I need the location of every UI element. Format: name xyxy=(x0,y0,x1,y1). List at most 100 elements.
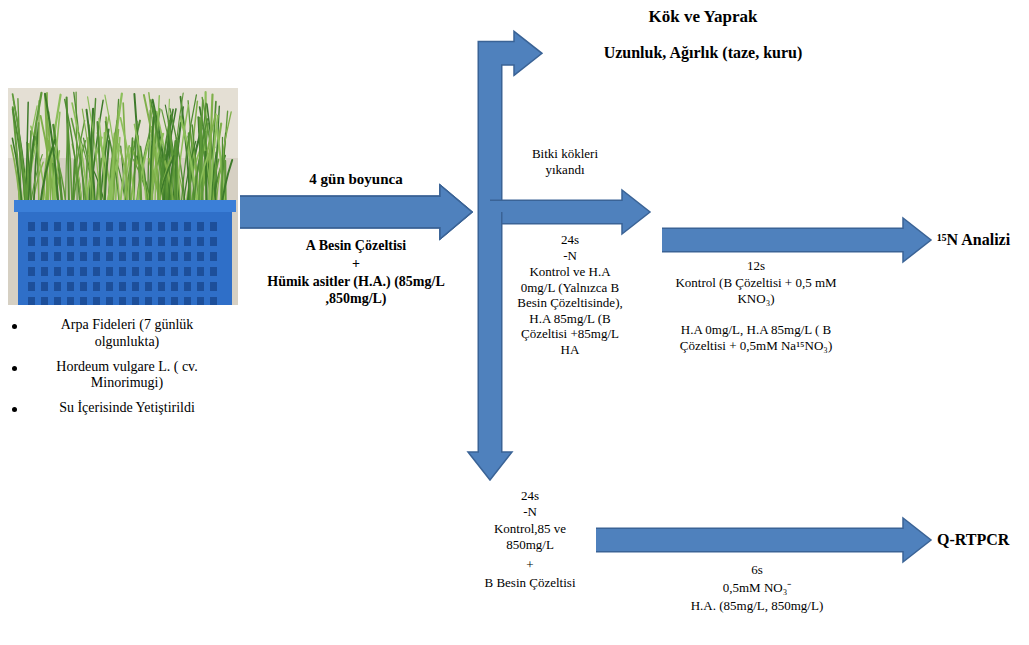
crate-hole xyxy=(158,252,165,261)
flow-arrow xyxy=(240,185,931,262)
arrow-shaft xyxy=(490,53,516,212)
seedling-photo xyxy=(8,88,238,305)
bullet-row: Arpa Fideleri (7 günlük olgunlukta) xyxy=(8,317,240,351)
crate-hole xyxy=(93,267,100,276)
crate-hole xyxy=(197,297,204,305)
crate-hole xyxy=(93,222,100,231)
annotation-text: Kontrol (B Çözeltisi + 0,5 mM KNO₃) xyxy=(666,275,846,306)
grass-blade xyxy=(111,94,122,205)
node-text: Uzunluk, Ağırlık (taze, kuru) xyxy=(548,43,858,63)
crate-hole xyxy=(145,237,152,246)
crate-hole xyxy=(106,267,113,276)
grass-blade xyxy=(30,131,31,206)
crate-hole xyxy=(67,267,74,276)
seedling-note: Su İçerisinde Yetiştirildi xyxy=(32,400,222,417)
grass-blade xyxy=(113,111,118,209)
crate-hole xyxy=(119,222,126,231)
crate-hole xyxy=(106,237,113,246)
grass-blade xyxy=(175,138,177,208)
crate-hole xyxy=(171,267,178,276)
crate-hole xyxy=(145,297,152,305)
grass-blade xyxy=(91,99,96,206)
node-text: ¹⁵N Analizi xyxy=(937,230,1010,250)
crate-hole xyxy=(106,282,113,291)
annotation-text: -N xyxy=(540,248,600,264)
grass-blade xyxy=(13,109,26,209)
crate-hole xyxy=(28,267,35,276)
crate-hole xyxy=(184,282,191,291)
crate-hole xyxy=(106,222,113,231)
crate-hole xyxy=(28,222,35,231)
grass-blade xyxy=(123,103,127,207)
crate-hole xyxy=(67,282,74,291)
arrow-shaft xyxy=(240,197,442,227)
node-block: ¹⁵N Analizi xyxy=(934,228,1013,252)
crate-hole xyxy=(106,252,113,261)
grass-blade xyxy=(189,133,191,204)
annotation-text: 0,5mM NO₃⁻ xyxy=(677,580,837,596)
crate-hole xyxy=(119,267,126,276)
crate-hole xyxy=(184,297,191,305)
annotation-text: 12s xyxy=(726,258,786,274)
crate-hole xyxy=(158,222,165,231)
crate-hole xyxy=(197,222,204,231)
crate-hole xyxy=(67,237,74,246)
annotation-text: -N xyxy=(500,504,560,520)
crate-hole xyxy=(67,297,74,305)
arrow-shaft xyxy=(240,197,442,227)
arrow-head xyxy=(622,190,650,234)
arrow-head xyxy=(440,185,472,239)
crate-hole xyxy=(80,237,87,246)
grass-blade xyxy=(144,95,161,205)
crate-hole xyxy=(119,252,126,261)
crate-hole xyxy=(158,237,165,246)
arrow-shaft xyxy=(240,197,442,227)
arrow-head xyxy=(440,185,472,239)
crate-hole xyxy=(197,237,204,246)
node-heading: Kök ve Yaprak xyxy=(548,6,858,27)
crate-hole xyxy=(132,282,139,291)
crate-hole xyxy=(28,282,35,291)
crate-hole xyxy=(67,252,74,261)
annotation-text: Kontrol ve H.A 0mg/L (Yalnızca B Besin Ç… xyxy=(511,264,629,358)
crate-hole xyxy=(41,267,48,276)
crate-hole xyxy=(132,237,139,246)
crate-hole xyxy=(158,282,165,291)
crate-hole xyxy=(210,252,217,261)
crate-hole xyxy=(28,252,35,261)
grass-blade xyxy=(82,109,93,205)
crate-hole xyxy=(54,252,61,261)
crate-hole xyxy=(93,252,100,261)
crate-hole xyxy=(93,282,100,291)
seedling-note: Hordeum vulgare L. ( cv. Minorimugi) xyxy=(32,359,222,393)
crate-hole xyxy=(41,282,48,291)
crate-hole xyxy=(119,237,126,246)
annotation-text: H.A. (85mg/L, 850mg/L) xyxy=(667,598,847,614)
crate-hole xyxy=(28,297,35,305)
arrow-head xyxy=(903,218,931,262)
crate-hole xyxy=(145,222,152,231)
crate-hole xyxy=(54,222,61,231)
grass-blade xyxy=(13,94,27,204)
annotation-text: H.A 0mg/L, H.A 85mg/L ( B Çözeltisi + 0,… xyxy=(661,322,851,353)
node-block: Q-RTPCR xyxy=(934,528,1012,552)
annotation-text: + xyxy=(510,557,550,573)
crate-hole xyxy=(210,297,217,305)
crate-hole xyxy=(132,297,139,305)
grass-blade xyxy=(27,93,42,208)
arrow-shaft xyxy=(662,229,905,251)
annotation-text: 6s xyxy=(727,562,787,578)
arrow-head xyxy=(440,185,472,239)
crate-hole xyxy=(80,252,87,261)
crate-hole xyxy=(132,222,139,231)
crate-hole xyxy=(210,237,217,246)
bullet-row: Hordeum vulgare L. ( cv. Minorimugi) xyxy=(8,359,240,393)
crate-hole xyxy=(184,237,191,246)
annotation-text: Kontrol,85 ve 850mg/L xyxy=(480,521,580,552)
crate-hole xyxy=(54,267,61,276)
grass-blade xyxy=(134,124,147,209)
arrow-shaft xyxy=(479,212,501,454)
grass-blade xyxy=(149,93,159,210)
crate-hole xyxy=(93,237,100,246)
